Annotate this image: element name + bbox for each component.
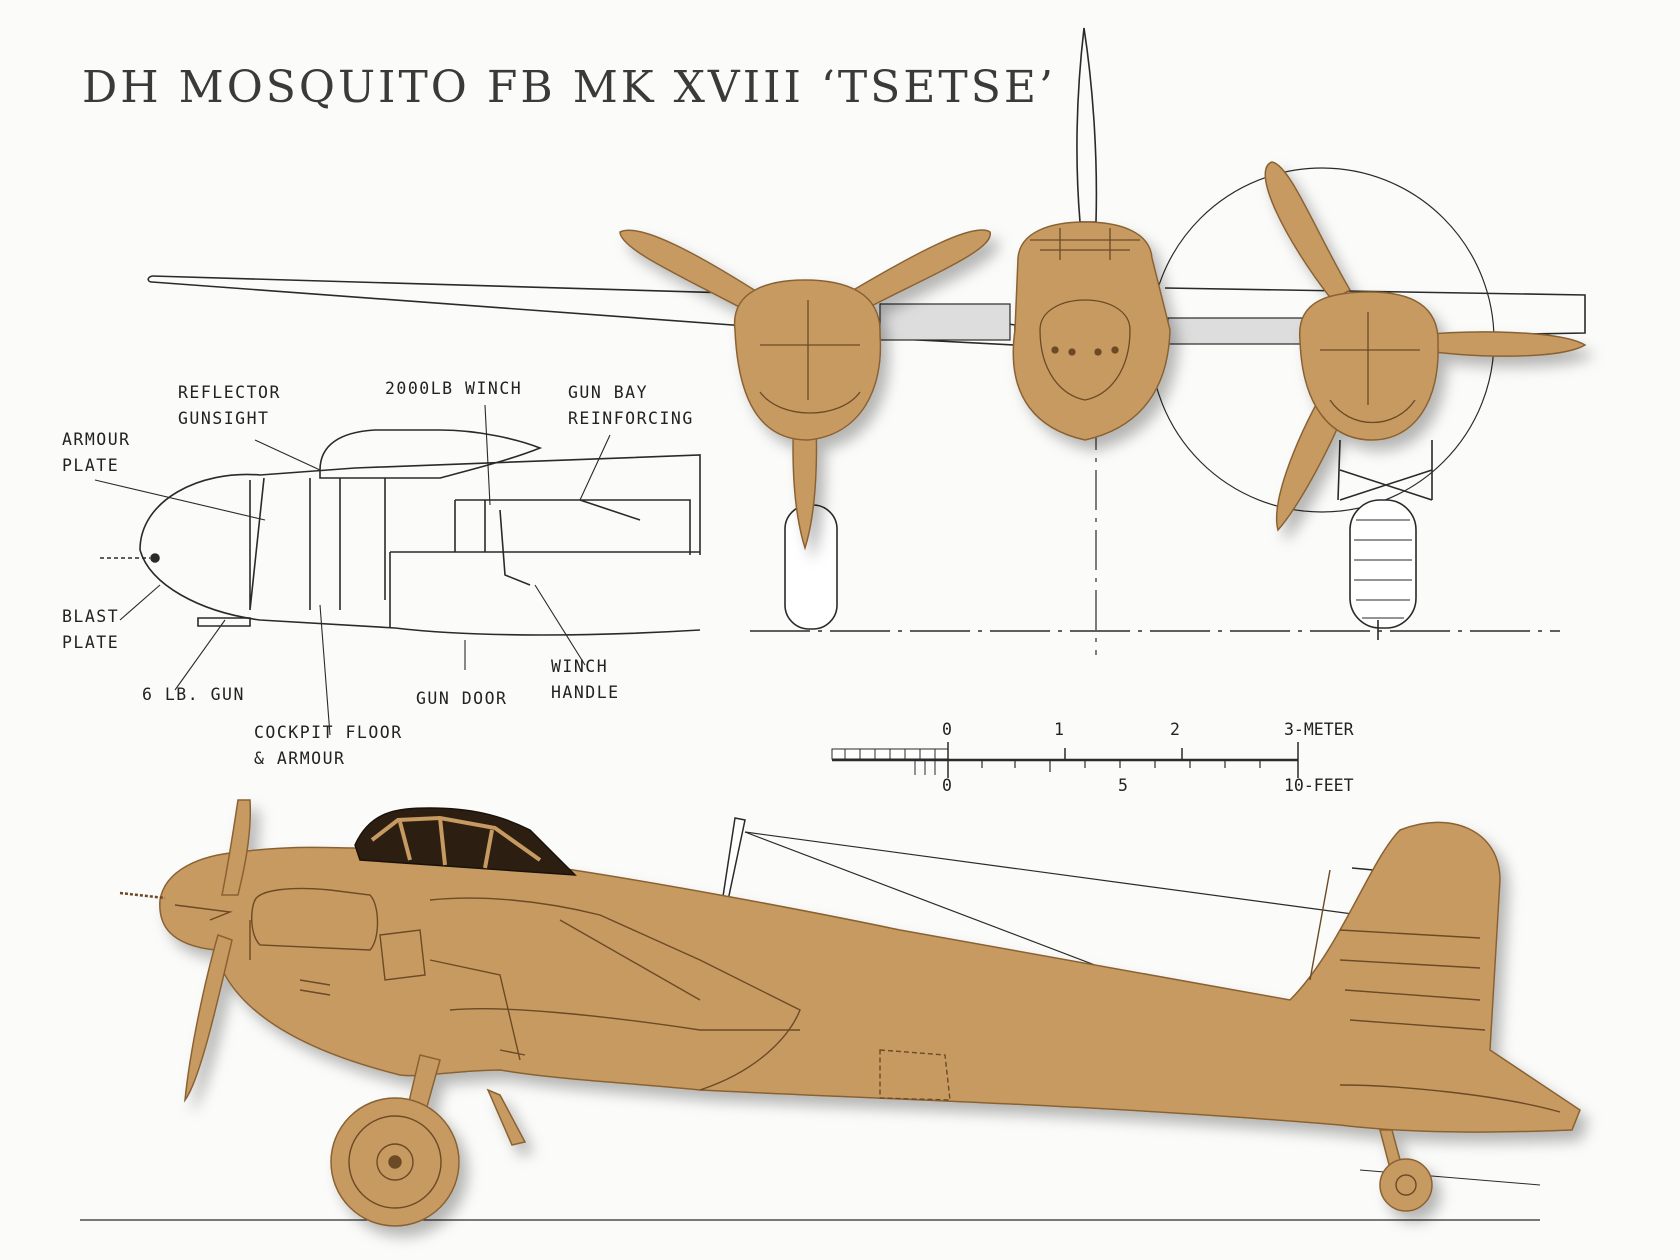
cutaway-gun-door-line <box>389 551 700 628</box>
callout-cockpit-floor-armour-line1: COCKPIT FLOOR <box>254 723 403 742</box>
scale-meter-end: 3-METER <box>1284 720 1354 739</box>
callout-gun-bay-reinforcing-line2: REINFORCING <box>568 409 694 428</box>
page-title: DH MOSQUITO FB MK XVIII ‘TSETSE’ <box>82 62 1057 113</box>
front-view-engraving <box>759 228 1420 423</box>
side-view-mdf <box>159 799 1581 1227</box>
cutaway-6lb-gun <box>197 617 251 627</box>
callout-2000lb-winch-line1: 2000LB WINCH <box>385 379 523 398</box>
nose-cutaway-lineart <box>94 404 701 736</box>
fuselage-front <box>1012 221 1171 441</box>
side-canopy-frames <box>370 815 542 869</box>
callout-blast-plate: BLAST PLATE <box>62 604 119 656</box>
side-tail-wheel <box>1379 1158 1433 1212</box>
callout-cockpit-floor-armour: COCKPIT FLOOR & ARMOUR <box>254 720 403 772</box>
callout-2000lb-winch: 2000LB WINCH <box>385 376 522 402</box>
callout-winch-handle-line1: WINCH <box>551 657 609 676</box>
cutaway-frames <box>249 477 386 611</box>
right-prop-blade-1 <box>1264 161 1352 301</box>
cutaway-bottom-outline <box>139 549 701 636</box>
side-prop-blade-bottom <box>183 934 233 1103</box>
callout-gun-door-line1: GUN DOOR <box>416 689 508 708</box>
callout-winch-handle-line2: HANDLE <box>551 683 620 702</box>
front-view-lineart <box>147 27 1586 655</box>
scale-meter-1: 1 <box>1054 720 1064 739</box>
callout-gun-bay-reinforcing: GUN BAY REINFORCING <box>568 380 694 432</box>
callout-armour-plate-line1: ARMOUR <box>62 430 131 449</box>
front-tail-fin <box>1076 27 1098 223</box>
callout-gun-door: GUN DOOR <box>416 686 507 712</box>
scale-feet-end: 10-FEET <box>1284 776 1354 795</box>
side-aerial-mast <box>721 817 746 907</box>
radiator-left <box>879 303 1011 341</box>
cutaway-canopy <box>319 429 543 479</box>
callout-blast-plate-line1: BLAST <box>62 607 120 626</box>
cutaway-winch-handle-line <box>499 509 531 586</box>
callout-reflector-gunsight: REFLECTOR GUNSIGHT <box>178 380 281 432</box>
side-prop-blade-top <box>221 799 252 896</box>
side-view-lineart <box>80 817 1541 1221</box>
scale-bar-major-ticks <box>947 742 1299 778</box>
callout-gun-bay-reinforcing-line1: GUN BAY <box>568 383 649 402</box>
side-aerial-wire <box>744 831 1361 916</box>
scale-bar <box>831 742 1299 778</box>
callout-reflector-gunsight-line1: REFLECTOR <box>178 383 281 402</box>
scale-feet-0: 0 <box>942 776 952 795</box>
scale-feet-5: 5 <box>1118 776 1128 795</box>
front-wingtip-left <box>147 275 153 283</box>
callout-winch-handle: WINCH HANDLE <box>551 654 620 706</box>
cutaway-nose-point <box>150 553 160 563</box>
right-engine-nacelle <box>1299 291 1439 441</box>
scale-bar-minor-ticks <box>981 760 1261 772</box>
callout-armour-plate: ARMOUR PLATE <box>62 427 131 479</box>
side-gear-door <box>486 1088 527 1146</box>
scale-bar-sub-ticks <box>844 749 936 775</box>
right-prop-blade-2 <box>1419 331 1587 357</box>
side-view-engraving <box>119 869 1561 1209</box>
callout-6lb-gun-line1: 6 LB. GUN <box>142 685 245 704</box>
callout-cockpit-floor-armour-line2: & ARMOUR <box>254 749 346 768</box>
front-view-mdf <box>619 161 1587 551</box>
callout-blast-plate-line2: PLATE <box>62 633 120 652</box>
front-right-landing-gear <box>1337 439 1433 629</box>
callout-armour-plate-line2: PLATE <box>62 456 120 475</box>
callout-reflector-gunsight-line2: GUNSIGHT <box>178 409 270 428</box>
callout-leader-lines <box>94 404 611 736</box>
callout-6lb-gun: 6 LB. GUN <box>142 682 245 708</box>
scale-meter-2: 2 <box>1170 720 1180 739</box>
front-left-wing <box>151 275 801 331</box>
scale-meter-0: 0 <box>942 720 952 739</box>
cutaway-top-outline <box>139 454 701 555</box>
cutaway-gun-bay <box>454 499 691 555</box>
radiator-right <box>1167 317 1319 345</box>
